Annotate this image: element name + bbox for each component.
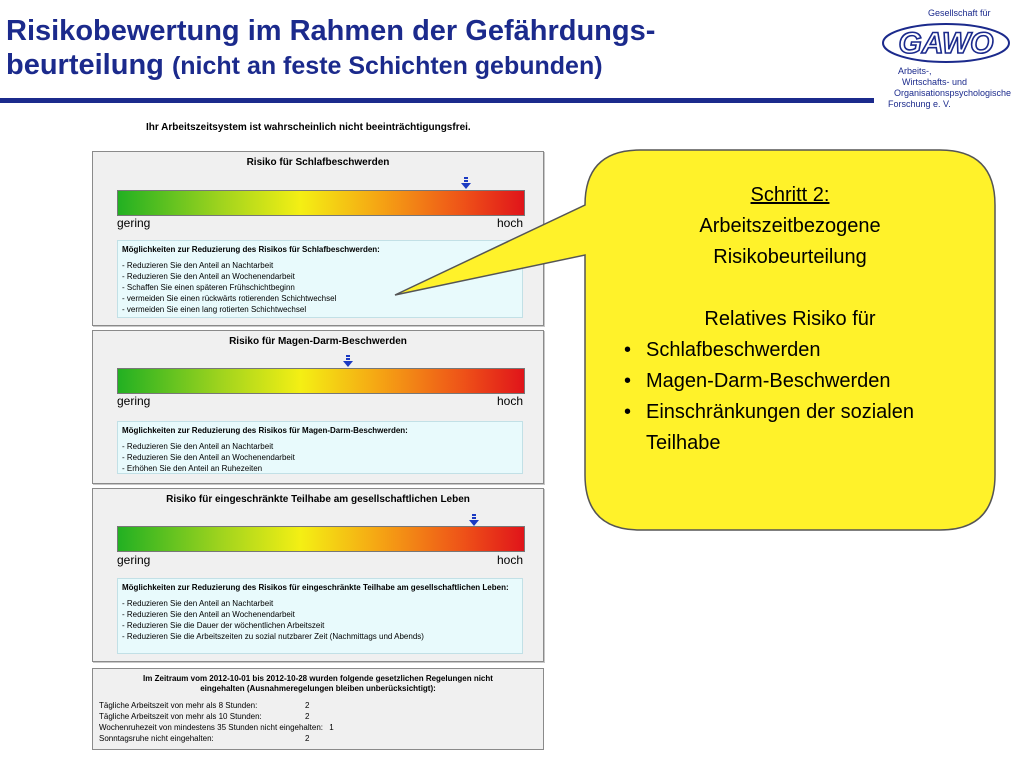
slide-title-line1: Risikobewertung im Rahmen der Gefährdung… xyxy=(6,15,656,47)
tip-item: - Reduzieren Sie den Anteil an Wochenend… xyxy=(122,610,295,619)
legal-row: Tägliche Arbeitszeit von mehr als 8 Stun… xyxy=(99,701,519,711)
tip-item: - Reduzieren Sie den Anteil an Wochenend… xyxy=(122,272,295,281)
tip-item: - Reduzieren Sie den Anteil an Wochenend… xyxy=(122,453,295,462)
tips-box: Möglichkeiten zur Reduzierung des Risiko… xyxy=(117,578,523,654)
slide-title-line2: beurteilung xyxy=(6,49,164,81)
logo-line1: Arbeits-, xyxy=(898,66,932,76)
risk-panel-sleep: Risiko für Schlafbeschwerden gering hoch… xyxy=(92,151,544,326)
tip-item: - vermeiden Sie einen rückwärts rotieren… xyxy=(122,294,337,303)
risk-marker-icon xyxy=(469,514,480,526)
legal-row-value: 2 xyxy=(305,701,310,710)
status-text: Ihr Arbeitszeitsystem ist wahrscheinlich… xyxy=(146,122,471,133)
slide-subtitle: (nicht an feste Schichten gebunden) xyxy=(171,52,603,80)
logo-text-top: Gesellschaft für xyxy=(928,8,991,18)
scale-high-label: hoch xyxy=(496,394,523,408)
tip-item: - Reduzieren Sie den Anteil an Nachtarbe… xyxy=(122,442,274,451)
logo-line4: Forschung e. V. xyxy=(888,99,951,109)
scale-low-label: gering xyxy=(117,394,151,408)
callout-spacer xyxy=(600,273,980,304)
legal-violations-box: Im Zeitraum vom 2012-10-01 bis 2012-10-2… xyxy=(92,668,544,750)
logo-mark: GAWO xyxy=(882,23,1010,63)
tip-item: - Schaffen Sie einen späteren Frühschich… xyxy=(122,283,295,292)
legal-header: Im Zeitraum vom 2012-10-01 bis 2012-10-2… xyxy=(143,674,493,693)
risk-gradient-bar xyxy=(117,368,525,394)
tips-title: Möglichkeiten zur Reduzierung des Risiko… xyxy=(122,583,509,592)
risk-gradient-bar xyxy=(117,526,525,552)
callout-text: Schritt 2: Arbeitszeitbezogene Risikobeu… xyxy=(600,180,980,459)
callout-subhead: Relatives Risiko für xyxy=(704,308,876,330)
gawo-logo: Gesellschaft für GAWO Arbeits-, Wirtscha… xyxy=(880,8,1020,118)
slide-title: Risikobewertung im Rahmen der Gefährdung… xyxy=(6,14,655,83)
callout-bullet: Magen-Darm-Beschwerden xyxy=(624,366,980,397)
tip-item: - Reduzieren Sie die Dauer der wöchentli… xyxy=(122,621,325,630)
risk-panel-title: Risiko für eingeschränkte Teilhabe am ge… xyxy=(166,494,470,505)
legal-row-label: Sonntagsruhe nicht eingehalten: xyxy=(99,734,214,743)
tip-item: - Reduzieren Sie den Anteil an Nachtarbe… xyxy=(122,599,274,608)
tips-title: Möglichkeiten zur Reduzierung des Risiko… xyxy=(122,245,380,254)
tip-item: - Erhöhen Sie den Anteil an Ruhezeiten xyxy=(122,464,263,473)
legal-row-label: Tägliche Arbeitszeit von mehr als 8 Stun… xyxy=(99,701,258,710)
scale-high-label: hoch xyxy=(496,216,523,230)
tips-box: Möglichkeiten zur Reduzierung des Risiko… xyxy=(117,421,523,474)
risk-panel-digestive: Risiko für Magen-Darm-Beschwerden gering… xyxy=(92,330,544,484)
callout-bullet: Schlafbeschwerden xyxy=(624,335,980,366)
risk-gradient-bar xyxy=(117,190,525,216)
risk-panel-social: Risiko für eingeschränkte Teilhabe am ge… xyxy=(92,488,544,662)
title-underline xyxy=(0,98,874,103)
scale-high-label: hoch xyxy=(496,553,523,567)
risk-marker-icon xyxy=(343,355,354,367)
tips-box: Möglichkeiten zur Reduzierung des Risiko… xyxy=(117,240,523,318)
legal-row: Wochenruhezeit von mindestens 35 Stunden… xyxy=(99,723,519,733)
slide-title-line2-wrap: beurteilung (nicht an feste Schichten ge… xyxy=(6,48,655,83)
tip-item: - Reduzieren Sie die Arbeitszeiten zu so… xyxy=(122,632,424,641)
legal-row-value: 1 xyxy=(329,723,334,732)
callout-line1: Arbeitszeitbezogene xyxy=(699,215,881,237)
legal-row-label: Wochenruhezeit von mindestens 35 Stunden… xyxy=(99,723,324,732)
legal-row-value: 2 xyxy=(305,734,310,743)
tip-item: - vermeiden Sie einen lang rotierten Sch… xyxy=(122,305,307,314)
risk-panel-title: Risiko für Magen-Darm-Beschwerden xyxy=(229,336,407,347)
legal-row-label: Tägliche Arbeitszeit von mehr als 10 Stu… xyxy=(99,712,262,721)
legal-row-value: 2 xyxy=(305,712,310,721)
legal-row: Tägliche Arbeitszeit von mehr als 10 Stu… xyxy=(99,712,519,722)
callout-step: Schritt 2: xyxy=(750,184,830,206)
scale-low-label: gering xyxy=(117,553,151,567)
callout-line2: Risikobeurteilung xyxy=(713,246,867,268)
logo-mark-text: GAWO xyxy=(899,27,994,60)
callout-bullet-list: Schlafbeschwerden Magen-Darm-Beschwerden… xyxy=(600,335,980,459)
legal-row: Sonntagsruhe nicht eingehalten: 2 xyxy=(99,734,519,744)
tips-title: Möglichkeiten zur Reduzierung des Risiko… xyxy=(122,426,408,435)
risk-marker-icon xyxy=(461,177,472,189)
tip-item: - Reduzieren Sie den Anteil an Nachtarbe… xyxy=(122,261,274,270)
logo-line3: Organisationspsychologische xyxy=(894,88,1012,98)
risk-panel-title: Risiko für Schlafbeschwerden xyxy=(246,157,390,168)
logo-line2: Wirtschafts- und xyxy=(902,77,968,87)
callout-bullet: Einschränkungen der sozialen Teilhabe xyxy=(624,397,980,459)
scale-low-label: gering xyxy=(117,216,151,230)
